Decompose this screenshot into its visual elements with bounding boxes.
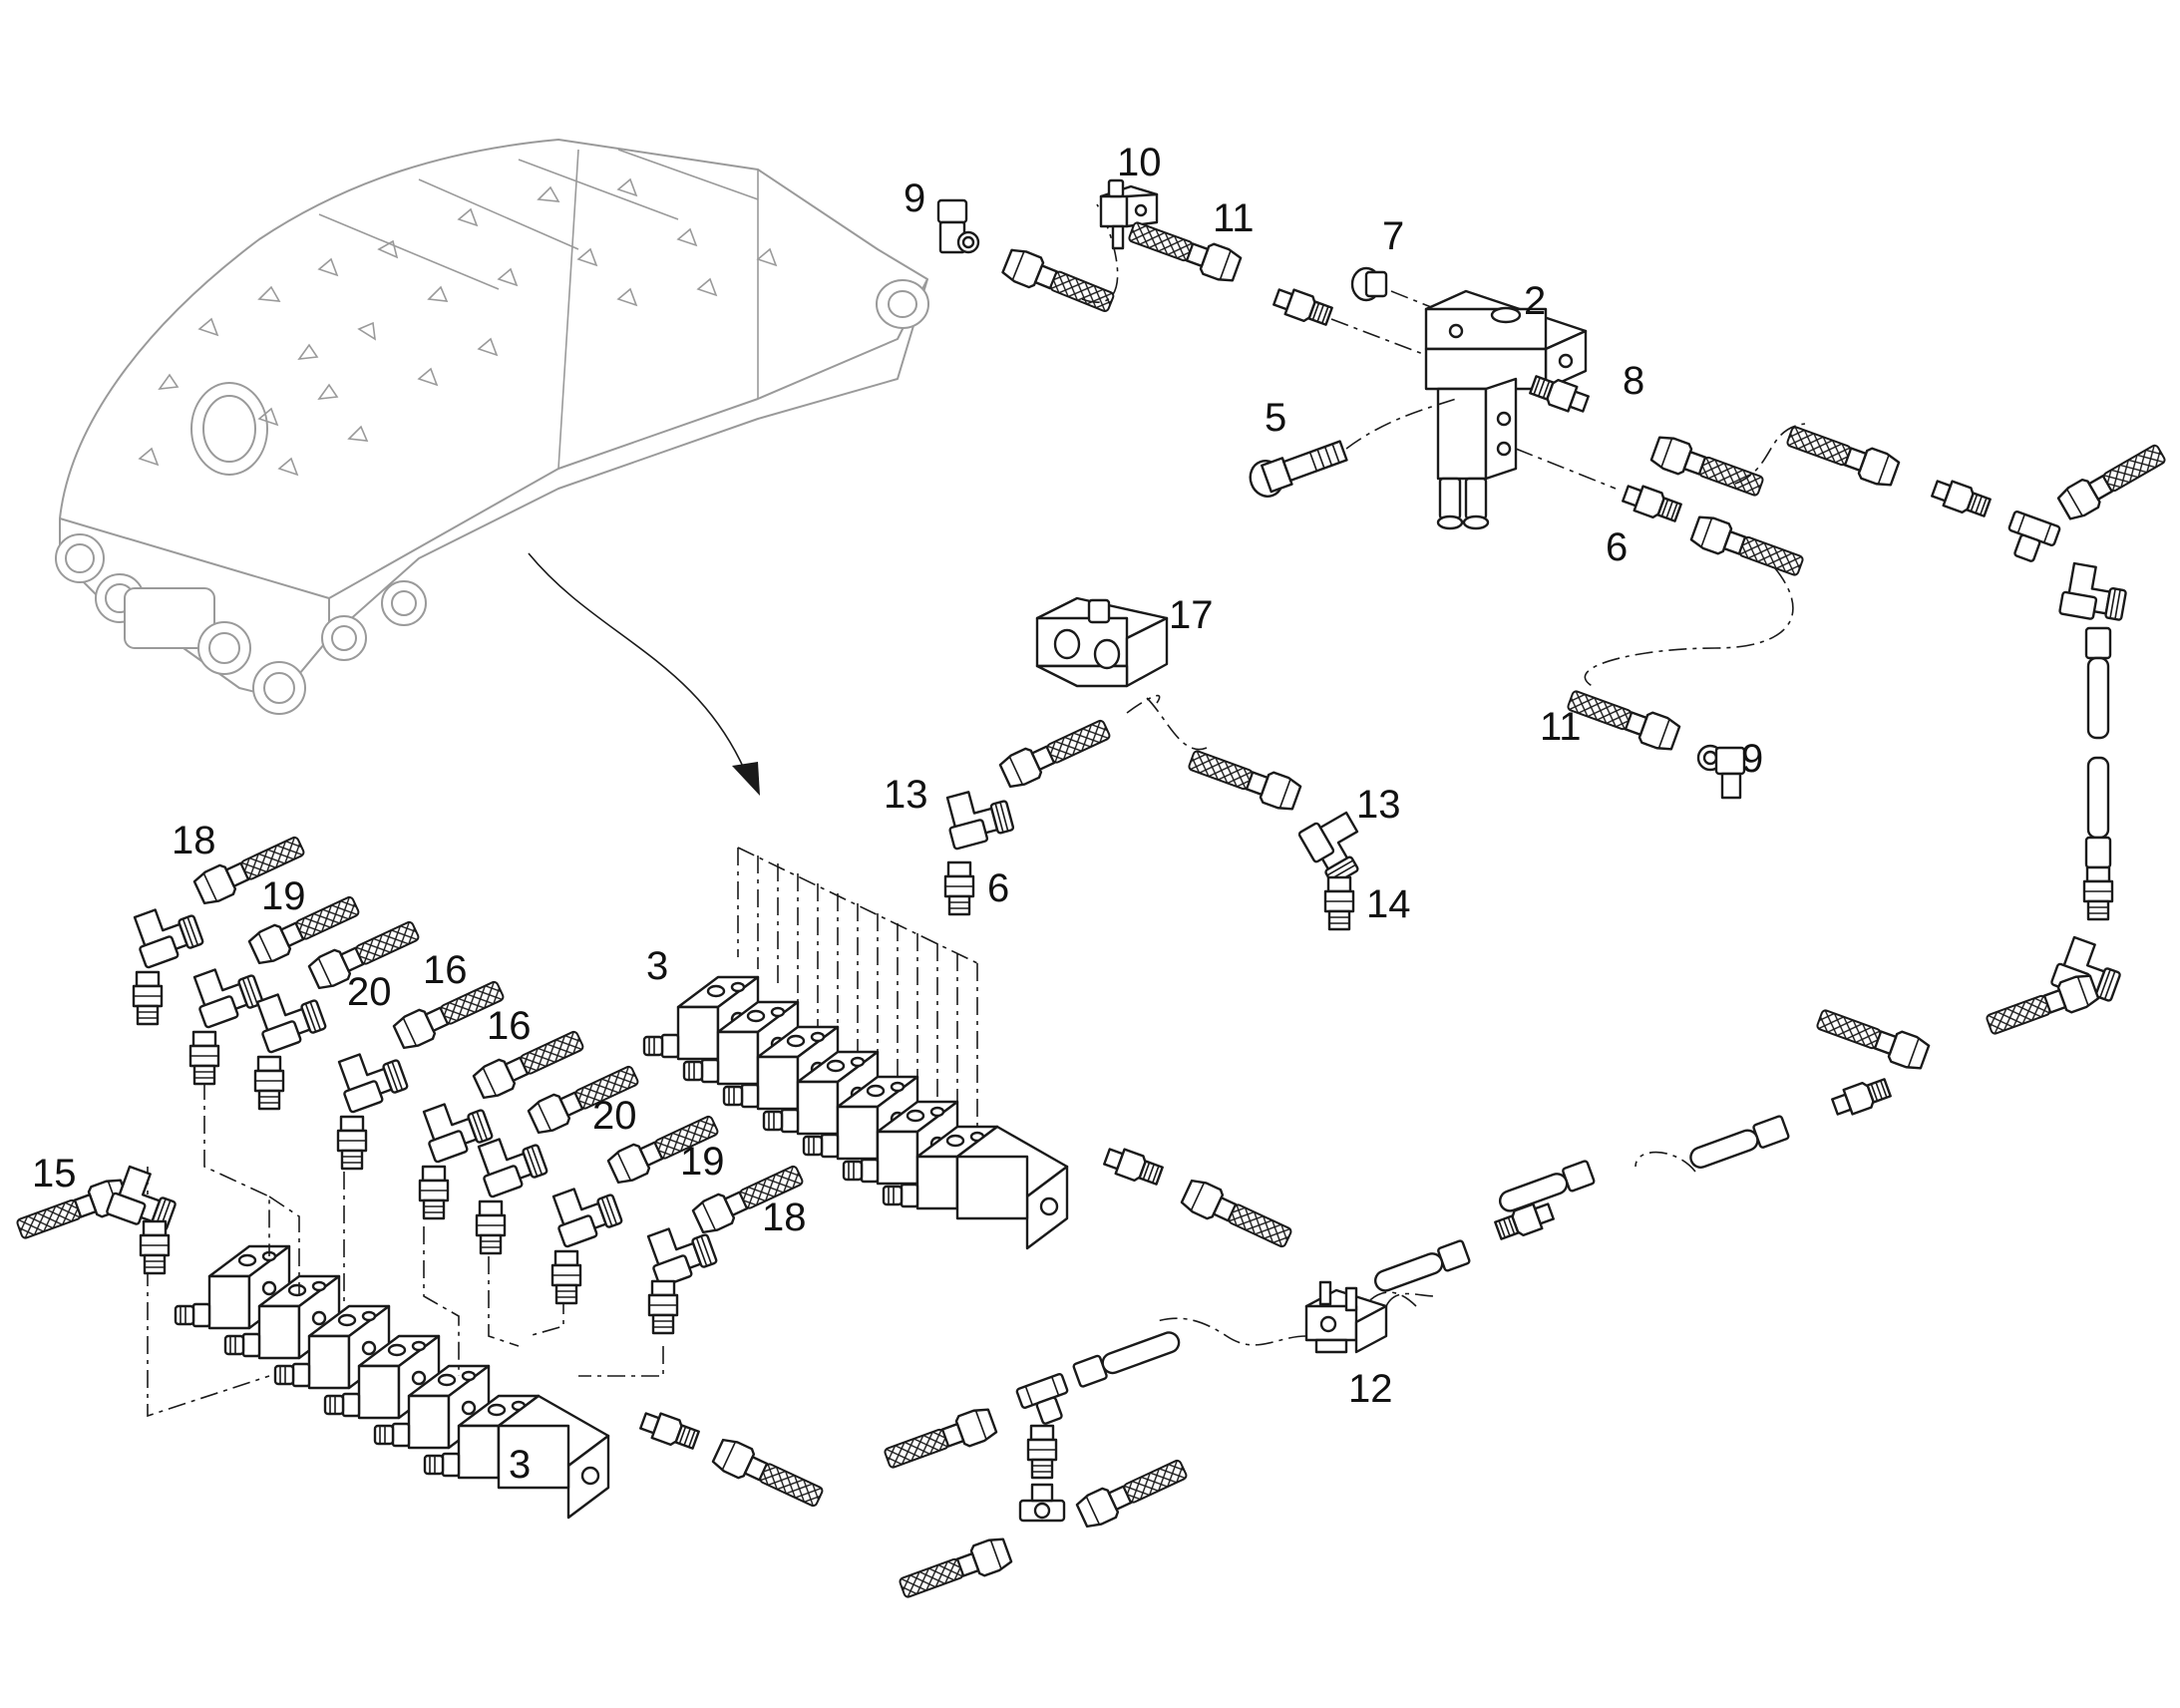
nipple-icon (1620, 480, 1684, 526)
callout-10: 10 (1117, 141, 1162, 184)
callout-7: 7 (1382, 214, 1404, 258)
hose-icon (1783, 419, 1902, 491)
hose-icon (1179, 1176, 1296, 1255)
clamp-block-17 (1035, 596, 1169, 688)
nipple-icon (1323, 875, 1355, 931)
callout-6: 6 (1606, 525, 1628, 569)
callout-6: 6 (987, 866, 1009, 910)
boom-assembly-icon (55, 139, 929, 715)
callout-13: 13 (1356, 783, 1401, 827)
hose-icon (1564, 683, 1682, 755)
hose-icon (1688, 512, 1807, 583)
callout-12: 12 (1348, 1367, 1393, 1411)
callout-20: 20 (592, 1094, 637, 1138)
callout-3: 3 (646, 944, 668, 988)
callout-3: 3 (509, 1443, 531, 1487)
distributor-block-3-upper (642, 847, 1069, 1250)
fitting-9-right (1696, 744, 1746, 800)
callout-18: 18 (762, 1196, 807, 1239)
callouts: 10 9 11 7 2 8 5 6 17 11 9 13 13 6 14 18 … (32, 141, 1763, 1487)
hose-icon (1185, 743, 1303, 815)
right-pipe-run (1355, 560, 2131, 1317)
hose-icon (997, 712, 1115, 792)
callout-9: 9 (904, 176, 925, 220)
callout-16: 16 (487, 1004, 532, 1048)
distributor-block-3-lower (147, 1082, 664, 1520)
callout-19: 19 (261, 874, 306, 918)
callout-11: 11 (1540, 705, 1582, 749)
nipple-icon (1271, 283, 1335, 330)
nipple-icon (1929, 475, 1994, 521)
callout-16: 16 (423, 948, 468, 992)
hose-icon (999, 244, 1119, 319)
callout-14: 14 (1366, 882, 1411, 926)
callout-20: 20 (347, 970, 392, 1014)
callout-15: 15 (32, 1152, 77, 1196)
callout-8: 8 (1623, 359, 1644, 403)
nipple-icon (1101, 1143, 1166, 1190)
clamp-10 (1099, 178, 1159, 250)
bottom-fittings (881, 1280, 1437, 1605)
fitting-9-top (936, 198, 980, 254)
hose-icon (1648, 432, 1767, 504)
hose-icon (2054, 437, 2171, 524)
nipple-icon (943, 860, 975, 916)
callout-18: 18 (172, 819, 216, 862)
callout-19: 19 (680, 1140, 725, 1184)
plug-7 (1350, 266, 1388, 302)
nipple-icon (637, 1407, 702, 1454)
elbow-fitting-icon (940, 782, 1016, 851)
callout-9: 9 (1741, 737, 1763, 781)
callout-5: 5 (1265, 396, 1286, 440)
hose-icon (710, 1435, 828, 1515)
tee-fitting-icon (1999, 510, 2062, 568)
left-fitting-stacks (13, 829, 808, 1335)
callout-2: 2 (1524, 279, 1546, 323)
bolt-5 (1249, 440, 1348, 498)
valve-block-2 (1424, 289, 1588, 530)
callout-11: 11 (1213, 196, 1255, 240)
callout-17: 17 (1169, 593, 1214, 637)
reference-arrow (528, 552, 760, 796)
callout-13: 13 (884, 773, 928, 817)
